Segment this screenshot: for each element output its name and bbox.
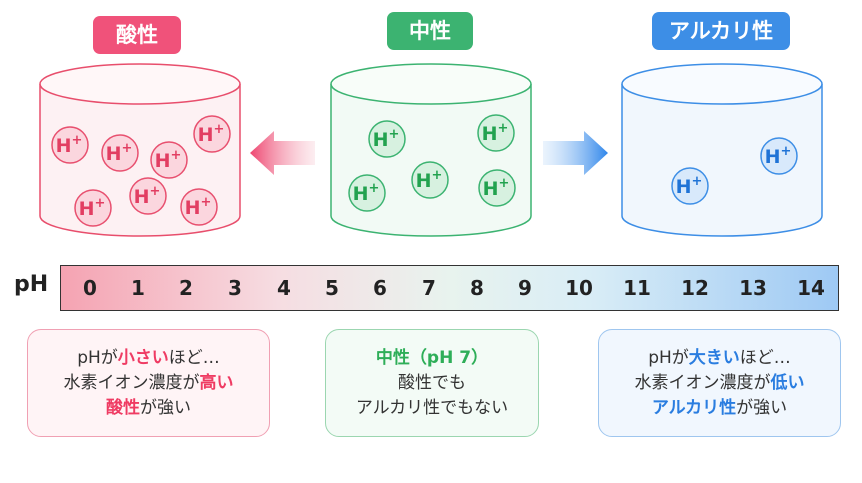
- hydrogen-ion-neutral: H+: [348, 174, 386, 212]
- neutral-explanation: 中性（pH 7） 酸性でも アルカリ性でもない: [325, 329, 539, 437]
- ion-circle: [129, 177, 167, 215]
- ion-circle: [411, 161, 449, 199]
- acidic-text: 水素イオン濃度が: [63, 372, 200, 393]
- ph-tick-2: 2: [179, 276, 193, 300]
- ion-circle: [368, 120, 406, 158]
- acidic-emphasis: 酸性: [106, 397, 140, 418]
- right-arrow-icon: [543, 131, 608, 175]
- ph-tick-1: 1: [131, 276, 145, 300]
- ion-circle: [193, 115, 231, 153]
- hydrogen-ion-acidic: H+: [193, 115, 231, 153]
- ion-circle: [760, 137, 798, 175]
- ph-tick-11: 11: [623, 276, 651, 300]
- beakers-diagram: H+H+H+H+H+H+H+H+H+H+H+H+H+H+: [39, 63, 823, 237]
- ph-scale-label: pH: [14, 272, 49, 297]
- ph-tick-4: 4: [277, 276, 291, 300]
- alkaline-text: ほど…: [739, 347, 791, 368]
- alkaline-text: pHが: [648, 347, 689, 368]
- alkaline-emphasis: アルカリ性: [651, 397, 737, 418]
- hydrogen-ion-neutral: H+: [368, 120, 406, 158]
- ph-tick-0: 0: [83, 276, 97, 300]
- hydrogen-ion-acidic: H+: [129, 177, 167, 215]
- acidic-emphasis: 高い: [199, 372, 234, 393]
- acidic-text: が強い: [140, 397, 191, 418]
- hydrogen-ion-alkaline: H+: [760, 137, 798, 175]
- ion-circle: [101, 134, 139, 172]
- ph-tick-14: 14: [797, 276, 825, 300]
- ph-tick-9: 9: [518, 276, 532, 300]
- acidic-emphasis: 小さい: [117, 347, 169, 368]
- alkaline-badge: アルカリ性: [652, 12, 790, 50]
- neutral-text: 酸性でも: [398, 372, 466, 393]
- alkaline-beaker: [621, 63, 823, 237]
- ph-tick-3: 3: [228, 276, 242, 300]
- alkaline-emphasis: 大きい: [688, 347, 740, 368]
- hydrogen-ion-acidic: H+: [150, 141, 188, 179]
- alkaline-explanation: pHが大きいほど… 水素イオン濃度が低い アルカリ性が強い: [598, 329, 841, 437]
- ph-tick-5: 5: [325, 276, 339, 300]
- ph-tick-6: 6: [373, 276, 387, 300]
- ph-tick-10: 10: [565, 276, 593, 300]
- hydrogen-ion-neutral: H+: [411, 161, 449, 199]
- left-arrow-icon: [250, 131, 315, 175]
- ion-label: H+: [106, 141, 133, 165]
- ph-tick-12: 12: [681, 276, 709, 300]
- neutral-text: アルカリ性でもない: [355, 397, 509, 418]
- hydrogen-ion-neutral: H+: [478, 169, 516, 207]
- alkaline-text: が強い: [736, 397, 788, 418]
- acidic-text: ほど…: [168, 347, 220, 368]
- ion-circle: [180, 188, 218, 226]
- hydrogen-ion-alkaline: H+: [671, 167, 709, 205]
- ph-tick-7: 7: [422, 276, 436, 300]
- ph-tick-8: 8: [470, 276, 484, 300]
- ion-circle: [477, 114, 515, 152]
- ion-circle: [478, 169, 516, 207]
- ion-circle: [671, 167, 709, 205]
- ph-tick-13: 13: [739, 276, 767, 300]
- ion-circle: [51, 126, 89, 164]
- ion-circle: [74, 189, 112, 227]
- neutral-emphasis: 中性（pH 7）: [375, 347, 489, 368]
- ion-circle: [348, 174, 386, 212]
- neutral-badge: 中性: [387, 12, 473, 50]
- hydrogen-ion-acidic: H+: [101, 134, 139, 172]
- hydrogen-ion-acidic: H+: [180, 188, 218, 226]
- alkaline-text: 水素イオン濃度が: [634, 372, 771, 393]
- acidic-explanation: pHが小さいほど… 水素イオン濃度が高い 酸性が強い: [27, 329, 270, 437]
- acidic-badge: 酸性: [93, 16, 181, 54]
- hydrogen-ions: H+H+H+H+H+H+H+H+H+H+H+H+H+H+: [51, 114, 798, 227]
- acidic-text: pHが: [77, 347, 118, 368]
- hydrogen-ion-acidic: H+: [51, 126, 89, 164]
- alkaline-emphasis: 低い: [770, 372, 805, 393]
- hydrogen-ion-acidic: H+: [74, 189, 112, 227]
- hydrogen-ion-neutral: H+: [477, 114, 515, 152]
- ion-label: H+: [373, 127, 400, 151]
- ion-circle: [150, 141, 188, 179]
